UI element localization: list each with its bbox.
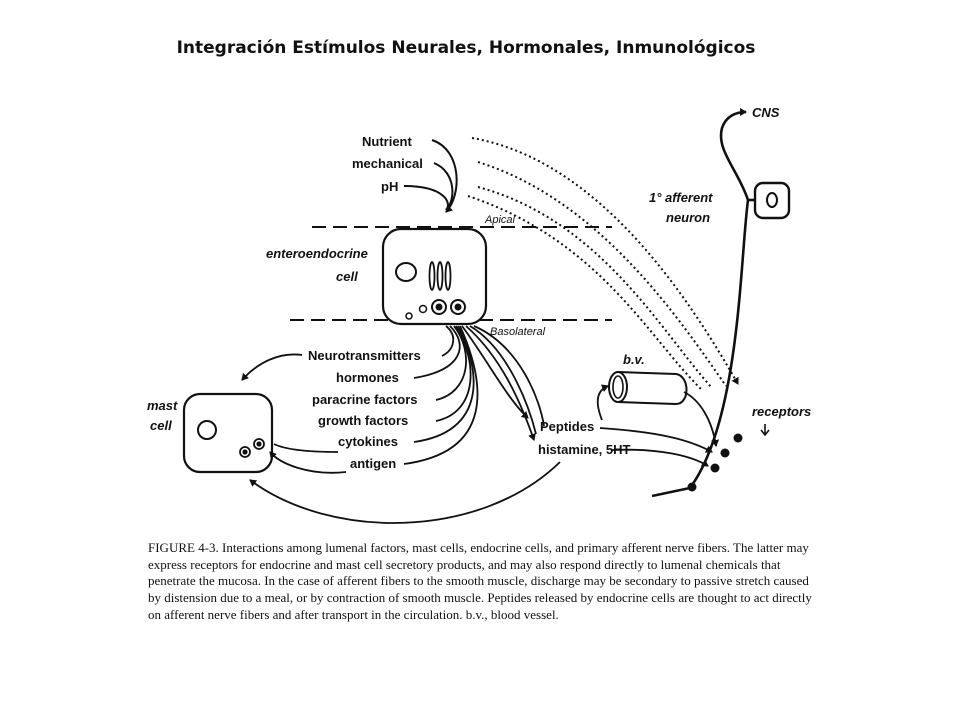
afferent-neuron — [651, 108, 791, 498]
label-afferent: 1° afferent — [649, 190, 713, 205]
label-cns: CNS — [752, 105, 780, 120]
label-enteroendocrine-cell: cell — [336, 269, 358, 284]
label-mast-cell: cell — [150, 418, 172, 433]
mediator-neurotransmitters: Neurotransmitters — [308, 348, 421, 363]
label-mechanical: mechanical — [352, 156, 423, 171]
label-ph: pH — [381, 179, 398, 194]
label-basolateral: Basolateral — [490, 326, 546, 338]
blood-vessel — [608, 371, 688, 406]
label-histamine: histamine, 5HT — [538, 442, 631, 457]
mediator-growth: growth factors — [318, 413, 408, 428]
mediator-paracrine: paracrine factors — [312, 392, 418, 407]
label-apical: Apical — [484, 214, 516, 226]
dotted-pathways — [467, 137, 739, 391]
mediator-cytokines: cytokines — [338, 434, 398, 449]
figure-caption: FIGURE 4-3. Interactions among lumenal f… — [148, 540, 812, 622]
label-enteroendocrine: enteroendocrine — [266, 246, 368, 261]
label-nutrient: Nutrient — [362, 134, 413, 149]
label-receptors: receptors — [752, 404, 811, 419]
mediator-hormones: hormones — [336, 370, 399, 385]
mast-cell — [182, 392, 274, 474]
mediator-arrows — [403, 325, 545, 465]
receptor-arrow-icon — [760, 424, 770, 437]
label-neuron: neuron — [666, 210, 710, 225]
mast-arrows — [241, 353, 561, 524]
label-bv: b.v. — [623, 352, 645, 367]
slide-title: Integración Estímulos Neurales, Hormonal… — [176, 38, 756, 58]
lumenal-arrows — [403, 139, 458, 213]
enteroendocrine-cell — [381, 227, 488, 326]
mediator-antigen: antigen — [350, 456, 396, 471]
label-mast: mast — [147, 398, 178, 413]
label-peptides: Peptides — [540, 419, 594, 434]
